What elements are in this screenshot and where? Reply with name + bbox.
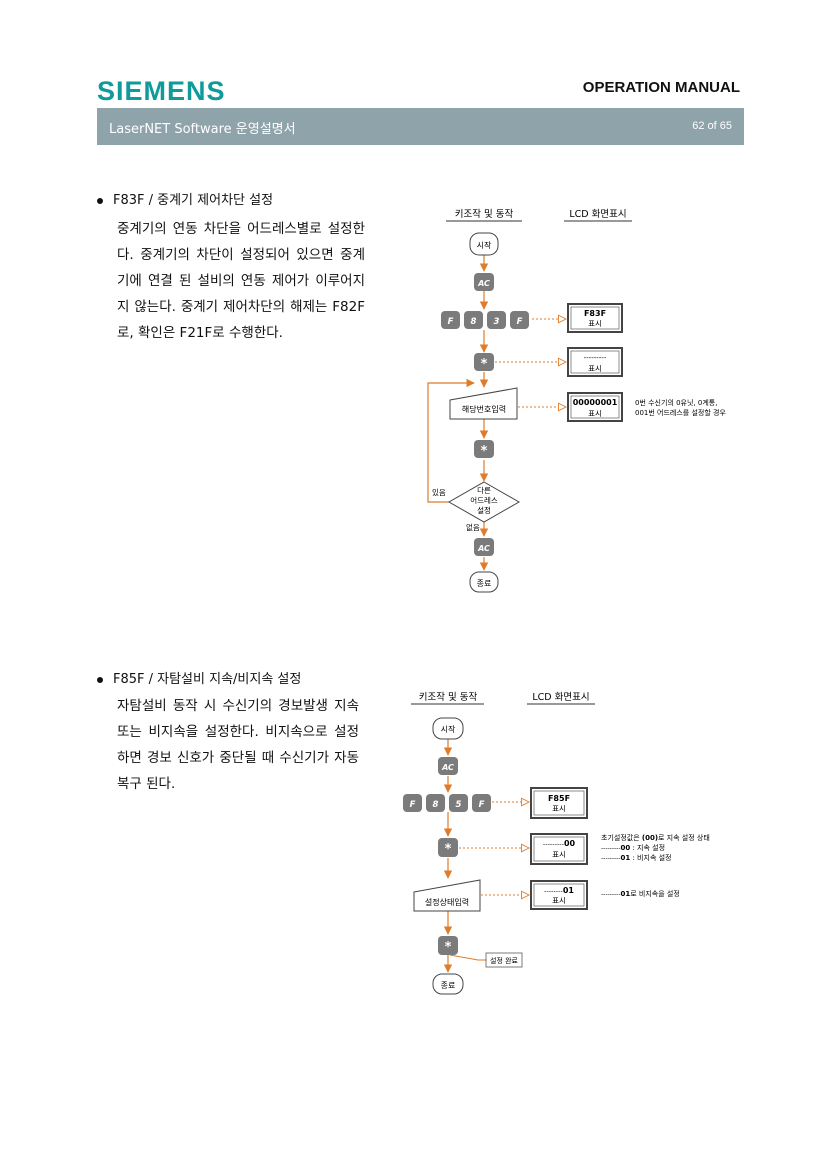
- decision-line2: 어드레스: [470, 495, 498, 505]
- ac-key-2: [474, 538, 494, 556]
- ac-key-3-label: AC: [441, 763, 454, 772]
- no-label: 없음: [466, 523, 480, 532]
- note-line1: 0번 수신기의 0유닛, 0계통,: [635, 398, 717, 407]
- decision-diamond: [447, 481, 521, 523]
- lcd-box-5-num: 00: [564, 839, 576, 848]
- ac-key-label: AC: [477, 279, 490, 288]
- ac-key: [474, 273, 494, 291]
- input-label-2: 설정상태입력: [425, 897, 469, 907]
- manual-label: OPERATION MANUAL: [582, 79, 740, 96]
- ac-key-2-label: AC: [477, 544, 490, 553]
- col-lcd-label-2: LCD 화면표시: [532, 692, 589, 703]
- col-lcd-label: LCD 화면표시: [569, 209, 626, 220]
- lcd-box-2-sub: 표시: [588, 364, 602, 373]
- lcd-box-6-dash: --------: [544, 887, 563, 895]
- flowchart-f85f: 키조작 및 동작 LCD 화면표시 시작 AC F 8 5 F * 설정상태입력…: [403, 691, 710, 995]
- note-line2: 001번 어드레스를 설정할 경우: [635, 408, 726, 417]
- col-keys-label: 키조작 및 동작: [455, 208, 514, 220]
- star-key-4-label: *: [445, 940, 452, 955]
- end-label-2: 종료: [441, 981, 456, 990]
- note-set-noncontinuous: ---------01로 비지속을 설정: [601, 889, 680, 898]
- lcd-box-1-value: F83F: [584, 309, 606, 318]
- siemens-logo: SIEMENS: [97, 76, 226, 106]
- start-label: 시작: [477, 240, 492, 250]
- bullet-icon: [97, 676, 103, 683]
- key-f-3-label: F: [410, 800, 416, 810]
- key-f-4-label: F: [479, 800, 485, 810]
- lcd-box-3-value: 00000001: [573, 398, 618, 407]
- note-continuous: ---------00 : 지속 설정: [601, 843, 665, 852]
- document-title: LaserNET Software 운영설명서: [109, 122, 296, 137]
- key-5-label: 5: [456, 800, 462, 810]
- key-f-3: [403, 794, 422, 812]
- flowchart-f83f: 키조작 및 동작 LCD 화면표시 시작 AC F 8 3 F * 해당번호입력…: [427, 208, 726, 593]
- key-f2-label: F: [517, 317, 523, 327]
- key-f-4: [472, 794, 491, 812]
- star-key-2: [474, 440, 494, 458]
- end-terminal: [469, 571, 499, 593]
- col-keys-label-2: 키조작 및 동작: [419, 691, 478, 703]
- lcd-box-1: [567, 303, 623, 333]
- lcd-box-5-dash: ---------: [543, 840, 565, 848]
- key-3: [487, 311, 506, 329]
- start-terminal-2: [432, 717, 464, 740]
- end-label: 종료: [477, 579, 492, 588]
- section1-paragraph: 중계기의 연동 차단을 어드레스별로 설정한다. 중계기의 차단이 설정되어 있…: [117, 221, 365, 341]
- ac-key-3: [438, 757, 458, 775]
- lcd-box-5-value: ---------00: [543, 839, 576, 848]
- decision-line1: 다른: [477, 486, 491, 495]
- start-terminal: [469, 232, 499, 256]
- yes-label: 있음: [432, 488, 446, 497]
- lcd-box-3-sub: 표시: [588, 409, 602, 418]
- key-8: [464, 311, 483, 329]
- lcd-box-5: [530, 833, 588, 865]
- section1-heading: F83F / 중계기 제어차단 설정: [97, 189, 273, 208]
- lcd-box-6-value: --------01: [544, 886, 574, 895]
- key-8-3-label: 8: [433, 800, 439, 810]
- lcd-box-4-value: F85F: [548, 794, 570, 803]
- input-box-2: [413, 879, 481, 912]
- lcd-box-6-num: 01: [563, 886, 575, 895]
- note-initial: 초기설정값은 (00)로 지속 설정 상태: [601, 833, 710, 842]
- section1-heading-text: F83F / 중계기 제어차단 설정: [113, 193, 274, 208]
- key-5: [449, 794, 468, 812]
- lcd-box-2: [567, 347, 623, 377]
- key-f: [441, 311, 460, 329]
- section2-heading: F85F / 자탐설비 지속/비지속 설정: [97, 668, 301, 687]
- key-8-3: [426, 794, 445, 812]
- lcd-box-4-sub: 표시: [552, 804, 566, 813]
- key-f2: [510, 311, 529, 329]
- lcd-box-6-sub: 표시: [552, 896, 566, 905]
- star-key-3: [438, 838, 458, 857]
- key-f-label: F: [448, 317, 454, 327]
- done-label: 설정 완료: [490, 956, 519, 965]
- bullet-icon: [97, 197, 103, 204]
- section2-heading-text: F85F / 자탐설비 지속/비지속 설정: [113, 672, 302, 687]
- lcd-box-3: [567, 392, 623, 422]
- lcd-box-4: [530, 787, 588, 819]
- input-box: [449, 387, 518, 420]
- lcd-box-2-value: ---------: [584, 354, 607, 362]
- end-terminal-2: [432, 973, 464, 995]
- star-key-3-label: *: [445, 842, 452, 857]
- star-key: [474, 353, 494, 371]
- decision-line3: 설정: [477, 505, 491, 515]
- key-8-label: 8: [471, 317, 477, 327]
- note-noncontinuous: ---------01 : 비지속 설정: [601, 853, 671, 862]
- section2-paragraph: 자탐설비 동작 시 수신기의 경보발생 지속 또는 비지속을 설정한다. 비지속…: [117, 698, 359, 792]
- start-label-2: 시작: [441, 724, 456, 734]
- star-key-2-label: *: [481, 444, 488, 459]
- header-band: LaserNET Software 운영설명서 62 of 65: [97, 108, 744, 145]
- lcd-box-1-sub: 표시: [588, 319, 602, 328]
- lcd-box-6: [530, 880, 588, 910]
- page-number: 62 of 65: [692, 120, 732, 132]
- star-key-label: *: [481, 357, 488, 372]
- key-3-label: 3: [494, 317, 500, 327]
- lcd-box-5-sub: 표시: [552, 850, 566, 859]
- star-key-4: [438, 936, 458, 955]
- input-label: 해당번호입력: [462, 404, 506, 414]
- done-box: [485, 952, 523, 968]
